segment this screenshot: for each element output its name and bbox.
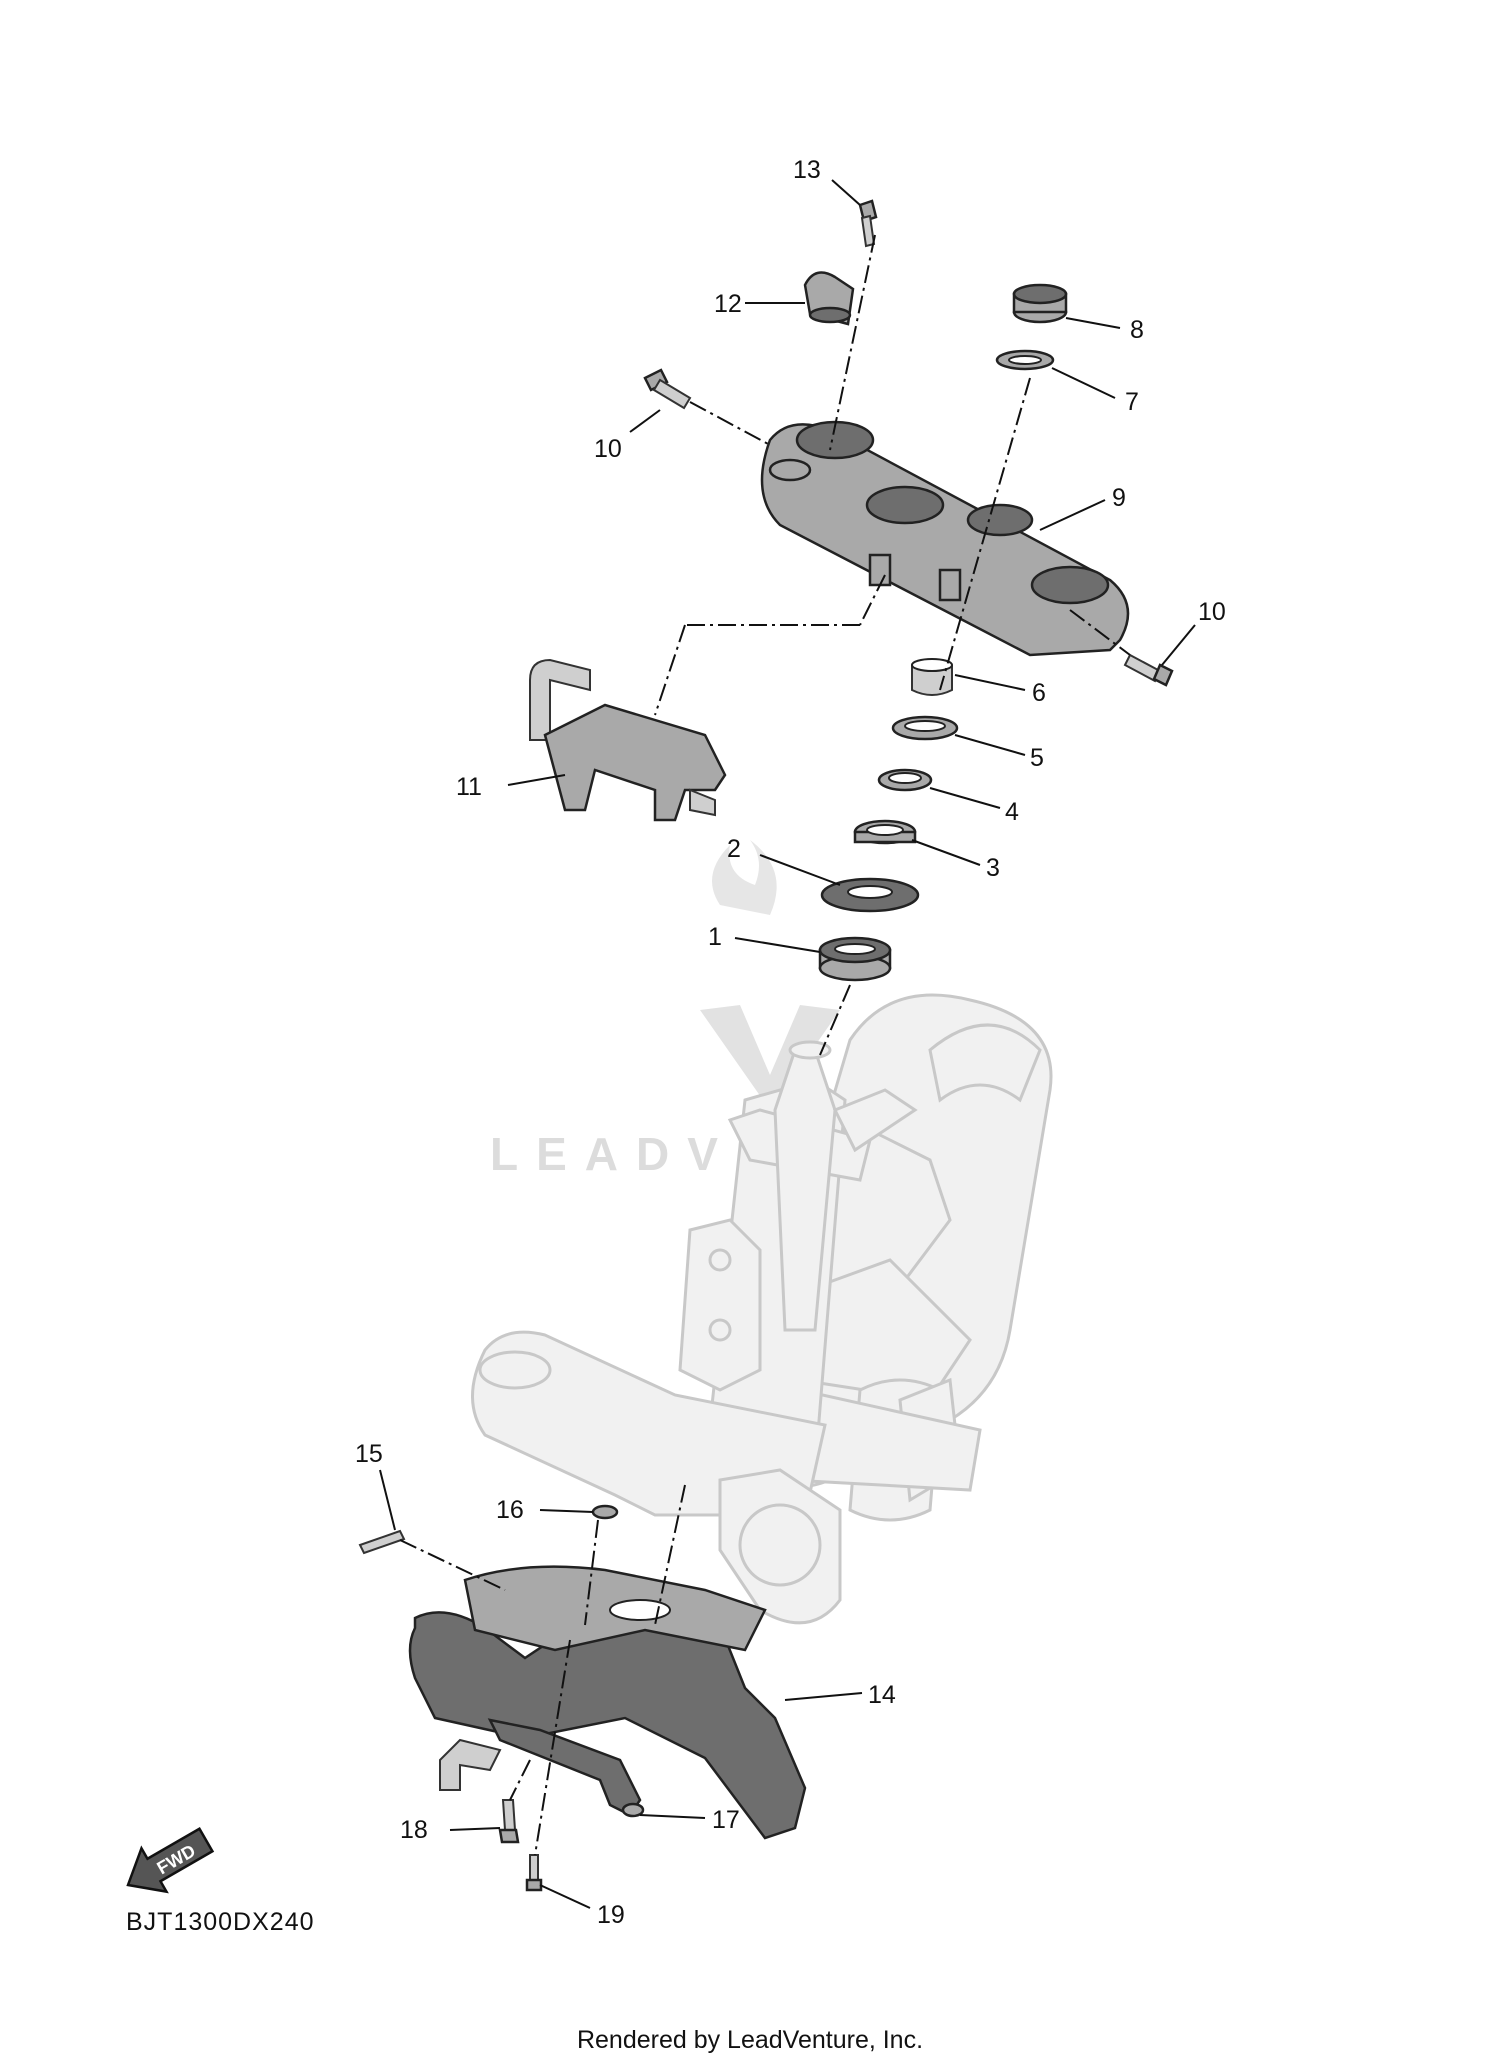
fwd-arrow-icon xyxy=(126,1827,215,1894)
fwd-arrow: FWD xyxy=(126,1827,215,1894)
part-17-bracket xyxy=(439,1718,645,1818)
callout-12: 12 xyxy=(714,290,742,318)
part-6-collar xyxy=(911,658,953,696)
part-14-cover xyxy=(408,1565,807,1840)
leader-lines xyxy=(379,179,1196,1909)
callout-13: 13 xyxy=(793,156,821,184)
callout-1: 1 xyxy=(708,923,722,951)
part-11-bracket xyxy=(529,658,727,822)
callout-16: 16 xyxy=(496,1496,524,1524)
part-8-nut xyxy=(1012,283,1068,324)
callout-11: 11 xyxy=(456,773,482,801)
part-1-bearing xyxy=(818,936,892,982)
part-3-bearing xyxy=(853,819,917,845)
callout-5: 5 xyxy=(1030,744,1044,772)
callout-2: 2 xyxy=(727,835,741,863)
callout-labels: 13 12 8 7 10 9 10 6 5 4 3 2 1 11 15 16 1… xyxy=(355,156,1226,1929)
part-9-upper-bracket xyxy=(760,420,1130,657)
callout-7: 7 xyxy=(1125,388,1139,416)
callout-10-left: 10 xyxy=(594,435,622,463)
part-10-bolt-left xyxy=(643,368,692,410)
part-12-plate xyxy=(803,271,855,326)
callout-4: 4 xyxy=(1005,798,1019,826)
part-16-clip xyxy=(591,1504,619,1520)
callout-6: 6 xyxy=(1032,679,1046,707)
assembly-axes xyxy=(399,234,1131,1856)
callout-10-right: 10 xyxy=(1198,598,1226,626)
callout-9: 9 xyxy=(1112,484,1126,512)
part-7-washer xyxy=(995,349,1055,371)
callout-15: 15 xyxy=(355,1440,383,1468)
part-19-bolt xyxy=(525,1854,543,1892)
part-10-bolt-right xyxy=(1123,653,1174,687)
part-5-ring xyxy=(891,715,959,741)
part-4-ring xyxy=(877,768,933,792)
diagram-code: BJT1300DX240 xyxy=(126,1908,315,1936)
callout-18: 18 xyxy=(400,1816,428,1844)
callout-8: 8 xyxy=(1130,316,1144,344)
frame-assembly xyxy=(471,993,1053,1625)
callout-17: 17 xyxy=(712,1806,740,1834)
callout-3: 3 xyxy=(986,854,1000,882)
part-2-seal xyxy=(820,877,920,913)
callout-14: 14 xyxy=(868,1681,896,1709)
footer-credit: Rendered by LeadVenture, Inc. xyxy=(576,2026,924,2054)
part-18-bolt xyxy=(498,1799,520,1844)
part-15-pin xyxy=(358,1529,406,1555)
callout-19: 19 xyxy=(597,1901,625,1929)
